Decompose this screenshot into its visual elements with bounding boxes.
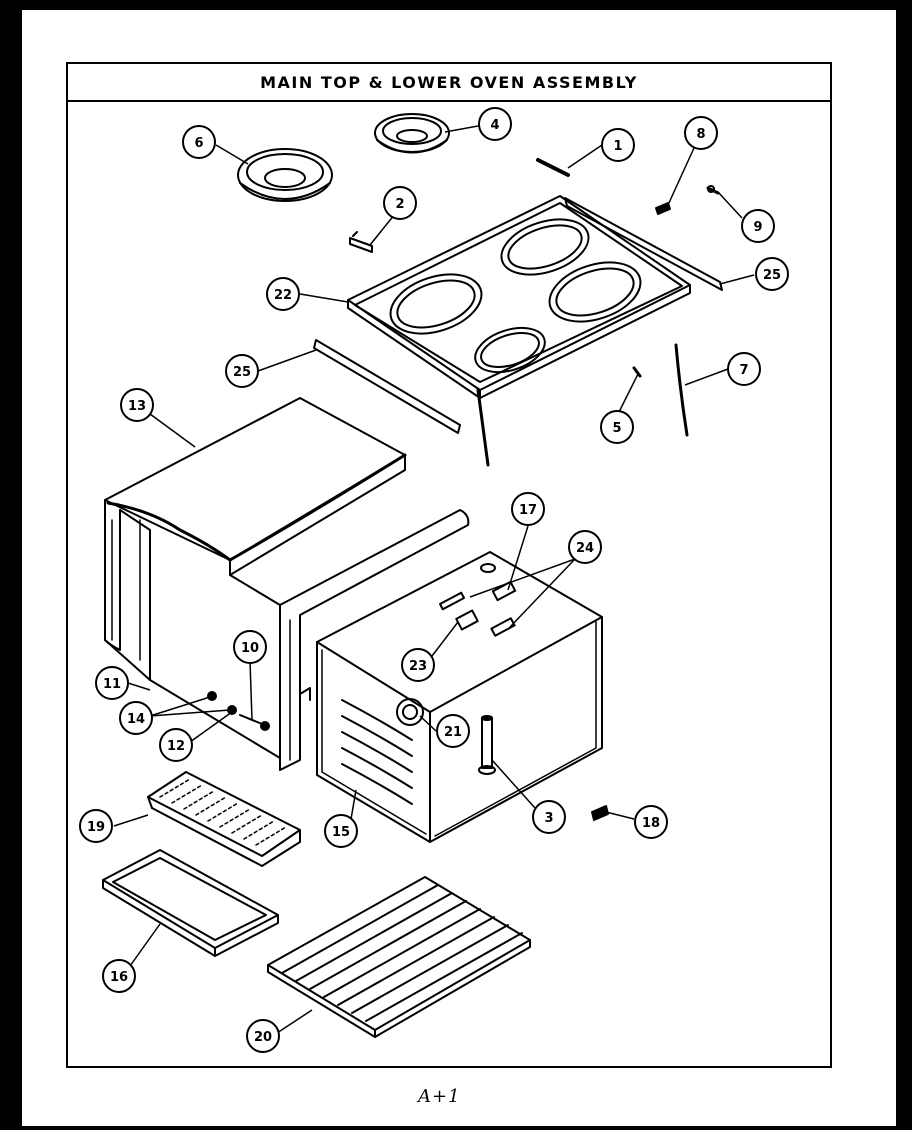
svg-text:18: 18 xyxy=(642,816,660,831)
callout-19: 19 xyxy=(79,809,113,843)
footer-mark: A+1 xyxy=(418,1086,461,1107)
callout-10: 10 xyxy=(233,630,267,664)
svg-text:6: 6 xyxy=(194,136,203,151)
callout-13: 13 xyxy=(120,388,154,422)
part-18-clip xyxy=(591,805,609,821)
svg-text:17: 17 xyxy=(519,503,537,518)
callout-20: 20 xyxy=(246,1019,280,1053)
oven-liner-15 xyxy=(299,551,603,843)
callout-14: 14 xyxy=(119,701,153,735)
cooktop-22 xyxy=(347,195,691,399)
callout-1: 1 xyxy=(601,128,635,162)
svg-text:14: 14 xyxy=(127,712,145,727)
callout-11: 11 xyxy=(95,666,129,700)
svg-text:7: 7 xyxy=(739,363,748,378)
callout-3: 3 xyxy=(532,800,566,834)
part-5-screw xyxy=(632,366,642,378)
callout-9: 9 xyxy=(741,209,775,243)
svg-text:20: 20 xyxy=(254,1030,272,1045)
svg-text:22: 22 xyxy=(274,288,292,303)
svg-text:5: 5 xyxy=(612,421,621,436)
fasteners-10-12-14 xyxy=(207,691,270,731)
broiler-pan-16 xyxy=(102,849,279,957)
trim-strip-25-right xyxy=(564,197,723,291)
svg-text:25: 25 xyxy=(763,268,781,283)
svg-text:2: 2 xyxy=(395,197,404,212)
callout-5: 5 xyxy=(600,410,634,444)
callout-12: 12 xyxy=(159,728,193,762)
oven-rack-20 xyxy=(267,876,531,1038)
svg-text:24: 24 xyxy=(576,541,594,556)
callout-22: 22 xyxy=(266,277,300,311)
insulation-13 xyxy=(104,397,470,771)
callout-17: 17 xyxy=(511,492,545,526)
svg-text:4: 4 xyxy=(490,118,499,133)
callout-24: 24 xyxy=(568,530,602,564)
diagram-title: MAIN TOP & LOWER OVEN ASSEMBLY xyxy=(260,72,638,92)
callout-8: 8 xyxy=(684,116,718,150)
callout-6: 6 xyxy=(182,125,216,159)
svg-text:9: 9 xyxy=(753,220,762,235)
svg-text:16: 16 xyxy=(110,970,128,985)
svg-text:13: 13 xyxy=(128,399,146,414)
part-8-clip xyxy=(655,202,671,215)
svg-text:10: 10 xyxy=(241,641,259,656)
leader-lines xyxy=(113,125,755,1034)
svg-text:15: 15 xyxy=(332,825,350,840)
part-2-bracket xyxy=(349,231,373,253)
callout-16: 16 xyxy=(102,959,136,993)
callout-4: 4 xyxy=(478,107,512,141)
burner-bowl-4 xyxy=(374,113,450,154)
trim-strip-25-left xyxy=(313,339,461,434)
callout-23: 23 xyxy=(401,648,435,682)
part-1-rod xyxy=(536,158,570,177)
svg-text:12: 12 xyxy=(167,739,185,754)
callouts: 6 4 1 8 9 2 22 25 25 7 5 13 17 24 23 10 … xyxy=(79,107,789,1053)
broiler-grid-19 xyxy=(147,771,301,867)
support-rod xyxy=(476,388,490,467)
svg-text:11: 11 xyxy=(103,677,121,692)
svg-text:19: 19 xyxy=(87,820,105,835)
svg-text:21: 21 xyxy=(444,725,462,740)
svg-text:3: 3 xyxy=(544,811,553,826)
callout-25-left: 25 xyxy=(225,354,259,388)
svg-text:25: 25 xyxy=(233,365,251,380)
callout-18: 18 xyxy=(634,805,668,839)
svg-text:8: 8 xyxy=(696,127,705,142)
callout-25-right: 25 xyxy=(755,257,789,291)
callout-2: 2 xyxy=(383,186,417,220)
callout-7: 7 xyxy=(727,352,761,386)
callout-21: 21 xyxy=(436,714,470,748)
burner-bowl-6 xyxy=(237,148,333,202)
part-7-rod xyxy=(674,343,689,437)
part-9-screw xyxy=(706,185,720,195)
callout-15: 15 xyxy=(324,814,358,848)
svg-text:1: 1 xyxy=(613,139,622,154)
svg-text:23: 23 xyxy=(409,659,427,674)
title-bar: MAIN TOP & LOWER OVEN ASSEMBLY xyxy=(68,64,830,102)
diagram-frame: MAIN TOP & LOWER OVEN ASSEMBLY xyxy=(66,62,832,1068)
